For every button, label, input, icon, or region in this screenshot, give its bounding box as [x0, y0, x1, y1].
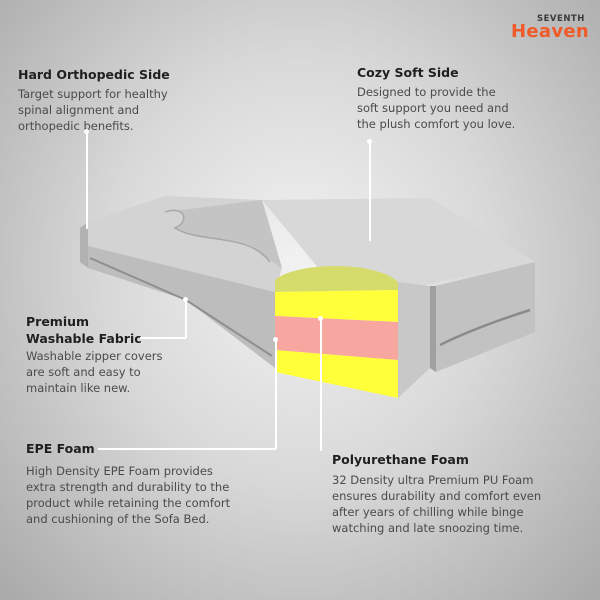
orthopedic-line-1: Target support for healthy	[18, 87, 168, 101]
epe-line-4: and cushioning of the Sofa Bed.	[26, 512, 210, 526]
epe-title: EPE Foam	[26, 441, 95, 456]
pu-pointer-dot	[318, 316, 323, 321]
fabric-pointer-vline	[185, 301, 187, 338]
brand-logo-main: Heaven	[511, 21, 589, 42]
foam-top-layer	[275, 266, 398, 292]
soft-title: Cozy Soft Side	[357, 65, 459, 80]
foam-right-edge	[398, 282, 430, 398]
pu-title: Polyurethane Foam	[332, 452, 469, 467]
orthopedic-description: Target support for healthy spinal alignm…	[18, 86, 168, 134]
foam-pink-layer	[275, 316, 398, 360]
epe-description: High Density EPE Foam provides extra str…	[26, 463, 230, 527]
pu-description: 32 Density ultra Premium PU Foam ensures…	[332, 472, 541, 536]
fabric-pointer-dot	[183, 297, 188, 302]
epe-pointer-vline	[275, 341, 277, 449]
orthopedic-line-3: orthopedic benefits.	[18, 119, 134, 133]
fabric-description: Washable zipper covers are soft and easy…	[26, 348, 162, 396]
pu-pointer-line	[320, 319, 322, 451]
fabric-pointer-hline	[140, 337, 186, 339]
epe-line-2: extra strength and durability to the	[26, 480, 230, 494]
cutout-curve	[165, 200, 282, 268]
foam-yellow-lower	[275, 350, 398, 398]
fabric-line-3: maintain like new.	[26, 381, 131, 395]
fabric-title-line-1: Premium	[26, 314, 90, 329]
epe-line-1: High Density EPE Foam provides	[26, 464, 213, 478]
brand-logo: SEVENTH Heaven	[511, 14, 591, 44]
fabric-title-line-2: Washable Fabric	[26, 331, 142, 346]
fabric-line-1: Washable zipper covers	[26, 349, 163, 363]
foam-yellow-upper	[275, 290, 398, 322]
pu-line-2: ensures durability and comfort even	[332, 489, 542, 503]
right-block-gap	[430, 286, 436, 372]
orthopedic-pointer-line	[86, 131, 88, 229]
cutout-edge	[164, 209, 271, 263]
soft-pointer-line	[369, 141, 371, 241]
soft-line-1: Designed to provide the	[357, 85, 496, 99]
pu-line-3: after years of chilling while binge	[332, 505, 524, 519]
soft-description: Designed to provide the soft support you…	[357, 84, 515, 132]
brand-logo-top: SEVENTH	[537, 14, 585, 24]
soft-line-3: the plush comfort you love.	[357, 117, 516, 131]
epe-pointer-hline	[98, 448, 276, 450]
fabric-line-2: are soft and easy to	[26, 365, 141, 379]
right-block-front	[435, 262, 535, 372]
pu-line-1: 32 Density ultra Premium PU Foam	[332, 473, 534, 487]
left-block-side	[80, 222, 88, 268]
zipper-line-right	[439, 308, 531, 347]
orthopedic-title: Hard Orthopedic Side	[18, 67, 170, 82]
epe-pointer-dot	[273, 337, 278, 342]
epe-line-3: product while retaining the comfort	[26, 496, 231, 510]
pu-line-4: watching and late snoozing time.	[332, 521, 524, 535]
soft-line-2: soft support you need and	[357, 101, 509, 115]
fabric-title: Premium Washable Fabric	[26, 313, 142, 347]
orthopedic-line-2: spinal alignment and	[18, 103, 140, 117]
